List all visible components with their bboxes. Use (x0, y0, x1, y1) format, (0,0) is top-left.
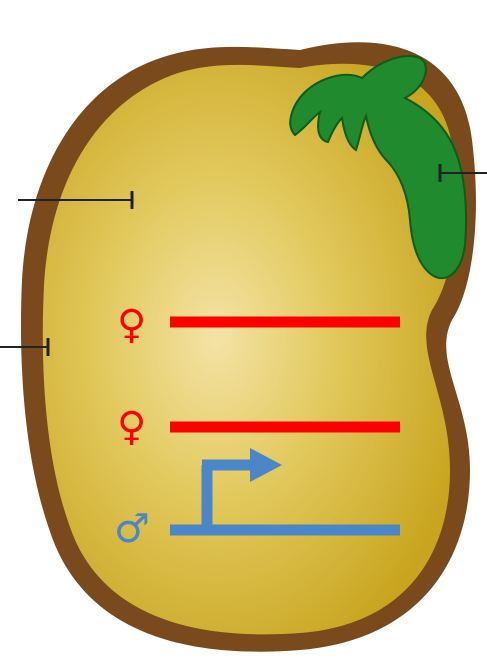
female-symbol-icon: ♀ (117, 302, 146, 348)
female-symbol-icon: ♀ (117, 404, 146, 450)
male-symbol-icon: ♂ (114, 506, 150, 552)
